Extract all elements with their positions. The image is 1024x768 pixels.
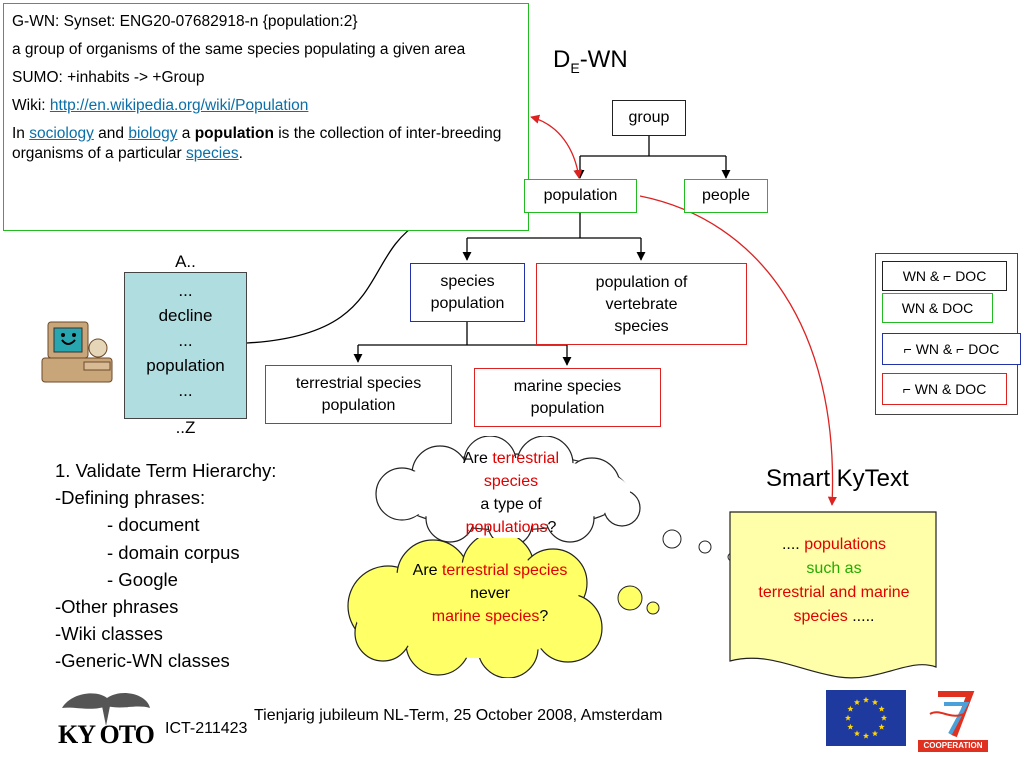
smart-note-shape xyxy=(729,511,937,679)
cloud1-text: Are terrestrial species a type of popula… xyxy=(436,447,586,539)
event-caption: Tienjarig jubileum NL-Term, 25 October 2… xyxy=(254,707,663,724)
eu-star xyxy=(862,732,870,739)
term-list-top: A.. xyxy=(175,252,196,271)
title-main: D xyxy=(553,46,571,73)
de-wn-title: DE-WN xyxy=(553,46,628,76)
validate-generic: -Generic-WN classes xyxy=(55,650,230,672)
synset-box: G-WN: Synset: ENG20-07682918-n {populati… xyxy=(3,3,529,231)
validate-other: -Other phrases xyxy=(55,596,179,618)
ict-number: ICT-211423 xyxy=(165,720,248,737)
node-vertebrate-population: population of vertebrate species xyxy=(536,263,747,345)
cloud1-are: Are xyxy=(462,450,493,467)
synset-sumo: SUMO: +inhabits -> +Group xyxy=(12,69,205,86)
synset-gloss: a group of organisms of the same species… xyxy=(12,41,466,58)
cloud1-term2: populations xyxy=(465,519,548,536)
eu-star xyxy=(844,714,852,721)
legend-item-not-wn-doc: ⌐ WN & DOC xyxy=(882,373,1007,405)
smart-kytext-title: Smart KyText xyxy=(766,465,909,492)
validate-list: 1. Validate Term Hierarchy: -Defining ph… xyxy=(55,457,276,675)
eu-star xyxy=(847,705,854,712)
population-to-smart-arrow xyxy=(639,195,837,506)
smart-species: terrestrial and marine species xyxy=(758,584,910,625)
legend-item-not-wn-not-doc: ⌐ WN & ⌐ DOC xyxy=(882,333,1021,365)
eu-star xyxy=(862,696,870,703)
synset-header: G-WN: Synset: ENG20-07682918-n {populati… xyxy=(12,13,358,30)
eu-star xyxy=(853,730,861,737)
cloud1-q: ? xyxy=(547,519,557,536)
node-population: population xyxy=(524,179,637,213)
kyoto-tree-icon xyxy=(62,693,150,726)
smart-pre: .... xyxy=(781,536,805,553)
title-suffix: -WN xyxy=(579,46,628,73)
term-list-box: ... decline ... population ... xyxy=(124,272,247,419)
node-people: people xyxy=(684,179,768,213)
term-dots: ... xyxy=(178,331,193,350)
smart-populations: populations xyxy=(804,536,887,553)
eu-star xyxy=(847,723,854,730)
smart-note-text: .... populations such as terrestrial and… xyxy=(736,533,932,629)
synset-population-arrow xyxy=(530,114,583,179)
cloud2-mid: never xyxy=(469,585,511,602)
synset-wiki-line: Wiki: http://en.wikipedia.org/wiki/Popul… xyxy=(12,96,520,116)
eu-star xyxy=(878,705,885,712)
term-population: population xyxy=(146,356,225,375)
synset-definition: In sociology and biology a population is… xyxy=(12,124,520,164)
wiki-link[interactable]: http://en.wikipedia.org/wiki/Population xyxy=(49,97,309,114)
eu-flag-icon xyxy=(826,690,906,746)
def-text: a xyxy=(177,125,195,142)
node-species-population: species population xyxy=(410,263,525,322)
term-dots: ... xyxy=(178,281,193,300)
def-text: is the collection of inter-breeding orga… xyxy=(12,125,502,162)
thought-bubbles xyxy=(662,529,737,562)
node-terrestrial-population: terrestrial species population xyxy=(265,365,452,424)
legend-item-wn-doc: WN & DOC xyxy=(882,293,993,323)
tree-lines xyxy=(353,136,731,366)
validate-wiki: -Wiki classes xyxy=(55,623,163,645)
computer-user-icon xyxy=(41,321,113,383)
cloud2-term2: marine species xyxy=(431,608,540,625)
smart-post: ..... xyxy=(847,608,875,625)
eu-star xyxy=(871,699,879,705)
sociology-link[interactable]: sociology xyxy=(29,125,94,142)
eu-star xyxy=(880,714,888,721)
smart-such-as: such as xyxy=(806,560,862,577)
eu-star xyxy=(878,723,885,730)
def-text: In xyxy=(12,125,30,142)
cloud2-are: Are xyxy=(412,562,442,579)
fp7-logo-icon xyxy=(929,691,975,738)
validate-domain: - domain corpus xyxy=(107,541,240,563)
cloud1-term: terrestrial species xyxy=(483,450,560,490)
cloud2-q: ? xyxy=(539,608,549,625)
species-link[interactable]: species xyxy=(186,145,239,162)
cloud2-term: terrestrial species xyxy=(441,562,568,579)
cloud1-mid: a type of xyxy=(480,496,542,513)
def-text: and xyxy=(93,125,129,142)
node-group: group xyxy=(612,100,686,136)
term-decline: decline xyxy=(158,306,213,325)
cooperation-label: COOPERATION xyxy=(918,740,988,752)
validate-google: - Google xyxy=(107,568,178,590)
validate-title: 1. Validate Term Hierarchy: xyxy=(55,460,277,481)
eu-star xyxy=(871,730,879,737)
kyoto-logo: KY OTO xyxy=(52,686,158,754)
term-list-bottom: ..Z xyxy=(175,418,196,437)
thought-cloud-yellow xyxy=(347,538,660,678)
eu-star xyxy=(853,699,861,705)
validate-document: - document xyxy=(107,514,200,536)
thought-cloud-white xyxy=(375,436,641,547)
cloud2-text: Are terrestrial species never marine spe… xyxy=(400,559,580,628)
biology-link[interactable]: biology xyxy=(128,125,178,142)
legend-item-wn-not-doc: WN & ⌐ DOC xyxy=(882,261,1007,291)
def-bold-term: population xyxy=(194,125,274,142)
validate-defining: -Defining phrases: xyxy=(55,487,206,509)
wiki-prefix: Wiki: xyxy=(12,97,50,114)
def-text: . xyxy=(238,145,243,162)
node-marine-population: marine species population xyxy=(474,368,661,427)
title-sub: E xyxy=(570,59,580,76)
term-dots: ... xyxy=(178,381,193,400)
kyoto-logo-text: KY OTO xyxy=(58,720,155,749)
